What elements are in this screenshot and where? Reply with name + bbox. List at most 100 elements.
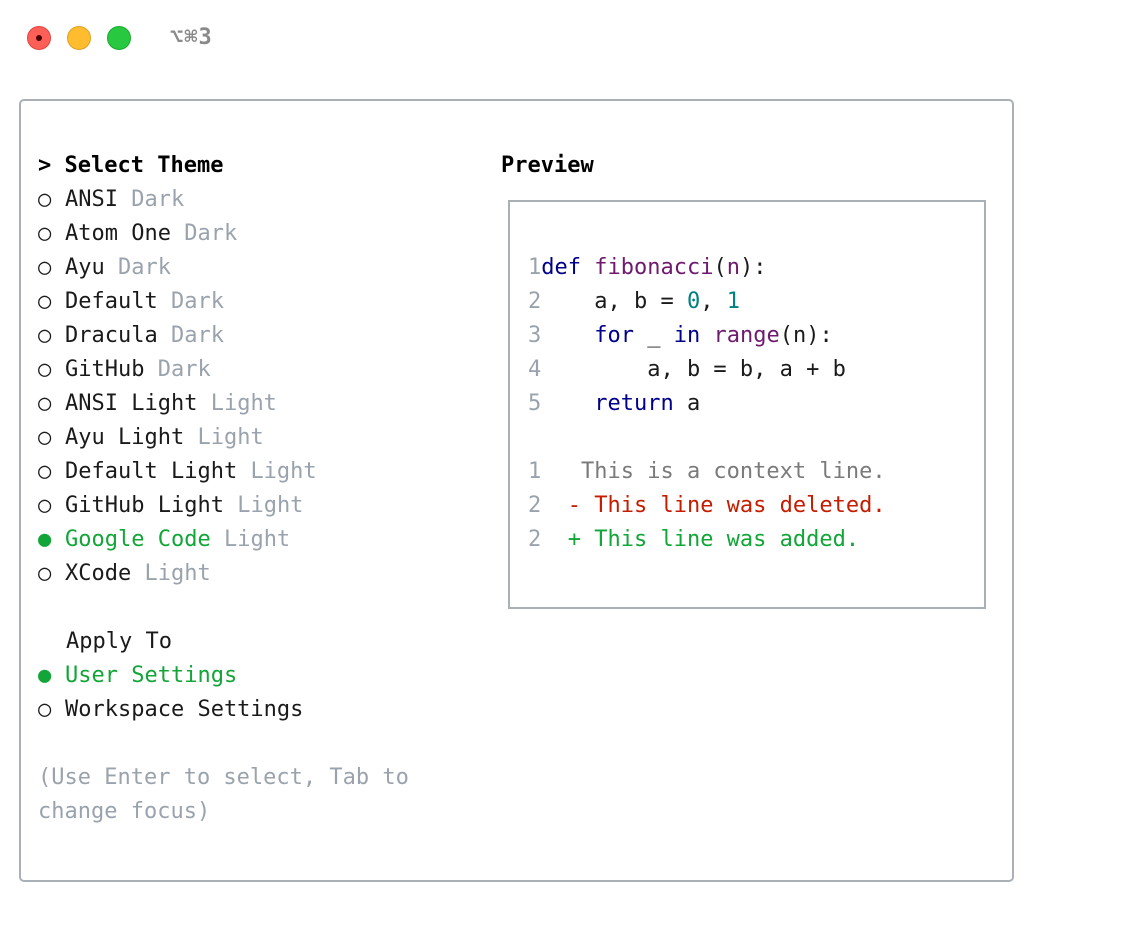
theme-name: Dracula	[65, 323, 158, 348]
code-token: a, b =	[541, 289, 687, 314]
theme-option[interactable]: ○Atom One Dark	[38, 217, 237, 251]
theme-name: Ayu Light	[65, 425, 185, 450]
code-token: return	[594, 391, 674, 416]
line-number: 2	[528, 289, 542, 314]
code-token: 1	[726, 289, 740, 314]
theme-name: Default	[65, 289, 158, 314]
diff-line: 2 - This line was deleted.	[528, 489, 886, 523]
theme-option[interactable]: ○ Ayu Dark	[38, 251, 171, 285]
diff-text: + This line was added.	[541, 527, 860, 552]
radio-selected-icon: ●	[38, 663, 52, 688]
code-token: ,	[700, 289, 727, 314]
theme-variant: Light	[237, 493, 304, 518]
code-token	[541, 323, 594, 348]
select-theme-heading: > Select Theme	[38, 149, 223, 183]
theme-name: GitHub Light	[65, 493, 224, 518]
code-line: 5 return a	[528, 387, 700, 421]
theme-option[interactable]: ○ ANSI Light Light	[38, 387, 277, 421]
preview-heading: Preview	[501, 153, 594, 178]
code-token: a	[673, 391, 701, 416]
line-number: 1	[528, 459, 542, 484]
theme-name: ANSI Light	[65, 391, 198, 416]
theme-variant: Light	[197, 425, 264, 450]
theme-variant: Dark	[157, 357, 211, 382]
theme-option[interactable]: ○ GitHub Light Light	[38, 489, 303, 523]
theme-name: GitHub	[65, 357, 145, 382]
code-token: (n):	[779, 323, 833, 348]
theme-option[interactable]: ○ Dracula Dark	[38, 319, 224, 353]
theme-variant: Light	[144, 561, 211, 586]
preview-pane	[508, 200, 986, 609]
theme-option[interactable]: ○ ANSI Dark	[38, 183, 184, 217]
window-shortcut-label: ⌥⌘3	[170, 25, 213, 50]
code-token: fibonacci	[594, 255, 714, 280]
zoom-window-button[interactable]	[107, 26, 131, 50]
apply-option-label: Workspace Settings	[65, 697, 304, 722]
line-number: 2	[528, 493, 542, 518]
diff-line: 2 + This line was added.	[528, 523, 859, 557]
theme-variant: Dark	[118, 255, 171, 280]
radio-unselected-icon: ○	[38, 187, 52, 212]
theme-option[interactable]: ○ Default Light Light	[38, 455, 317, 489]
diff-text: - This line was deleted.	[541, 493, 886, 518]
code-token: (	[713, 255, 727, 280]
minimize-window-button[interactable]	[67, 26, 91, 50]
code-token: n	[726, 255, 740, 280]
theme-variant: Light	[250, 459, 317, 484]
radio-unselected-icon: ○	[38, 561, 52, 586]
code-token: for	[594, 323, 634, 348]
theme-variant: Light	[223, 527, 291, 552]
code-token	[581, 255, 594, 280]
radio-unselected-icon: ○	[38, 357, 52, 382]
radio-unselected-icon: ○	[38, 289, 52, 314]
theme-name: Ayu	[65, 255, 105, 280]
window-titlebar: ⌥⌘3	[0, 0, 1140, 76]
radio-unselected-icon: ○	[38, 697, 52, 722]
theme-variant: Dark	[170, 323, 224, 348]
apply-option[interactable]: ○ Workspace Settings	[38, 693, 303, 727]
theme-name: Atom One	[65, 221, 171, 246]
theme-option[interactable]: ○ XCode Light	[38, 557, 211, 591]
theme-name: ANSI	[65, 187, 118, 212]
focus-caret: >	[38, 153, 52, 178]
theme-option[interactable]: ● Google Code Light	[38, 523, 290, 557]
code-line: 3 for _ in range(n):	[528, 319, 833, 353]
line-number: 1	[528, 255, 542, 280]
theme-name: Default Light	[65, 459, 238, 484]
diff-text: This is a context line.	[541, 459, 886, 484]
code-token: 0	[686, 289, 701, 314]
code-token: in	[673, 323, 701, 348]
radio-unselected-icon: ○	[38, 323, 52, 348]
apply-option-label: User Settings	[65, 663, 238, 688]
radio-unselected-icon: ○	[38, 425, 52, 450]
apply-option[interactable]: ● User Settings	[38, 659, 237, 693]
theme-option[interactable]: ○ Ayu Light Light	[38, 421, 264, 455]
code-token	[700, 323, 713, 348]
radio-unselected-icon: ○	[38, 255, 52, 280]
radio-unselected-icon: ○	[38, 493, 52, 518]
theme-variant: Dark	[184, 221, 238, 246]
radio-unselected-icon: ○	[38, 459, 52, 484]
close-window-button[interactable]	[27, 26, 51, 50]
radio-unselected-icon: ○	[38, 391, 52, 416]
code-token: def	[541, 255, 581, 280]
code-token: range	[713, 323, 780, 348]
theme-variant: Dark	[131, 187, 185, 212]
code-token: _	[633, 323, 674, 348]
line-number: 3	[528, 323, 542, 348]
theme-option[interactable]: ○ GitHub Dark	[38, 353, 211, 387]
help-hint-line-2: change focus)	[38, 799, 211, 824]
code-line: 1def fibonacci(n):	[528, 251, 766, 285]
diff-line: 1 This is a context line.	[528, 455, 886, 489]
code-token: a, b = b, a + b	[541, 357, 846, 382]
theme-name: XCode	[65, 561, 132, 586]
apply-to-heading: Apply To	[66, 629, 172, 654]
theme-option[interactable]: ○ Default Dark	[38, 285, 224, 319]
line-number: 2	[528, 527, 542, 552]
theme-variant: Dark	[170, 289, 224, 314]
theme-variant: Light	[210, 391, 277, 416]
theme-name: Google Code	[65, 527, 211, 552]
radio-selected-icon: ●	[38, 527, 52, 552]
select-theme-title: Select Theme	[64, 153, 224, 178]
help-hint-line-1: (Use Enter to select, Tab to	[38, 765, 409, 790]
